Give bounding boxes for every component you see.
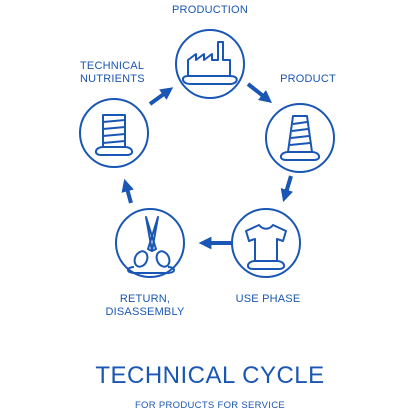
arrow-product-to-use-phase [280,175,293,203]
label-use-phase: USE PHASE [235,293,301,305]
page-subtitle: FOR PRODUCTS FOR SERVICE [134,400,286,411]
arrow-return-to-technical [121,178,134,204]
scissors-icon [127,216,175,274]
node-production [175,29,245,99]
node-circle [175,29,245,99]
t-shirt-icon [245,224,287,270]
label-technical-nutrients: TECHNICAL NUTRIENTS [80,60,145,86]
label-production: PRODUCTION [172,4,248,16]
node-circle [115,208,185,278]
node-circle [265,103,335,173]
label-product: PRODUCT [280,73,336,85]
label-return-line2: DISASSEMBLY [105,306,185,318]
arrow-technical-to-production [148,87,174,106]
node-use-phase [231,208,301,278]
page-title: TECHNICAL CYCLE [95,362,325,389]
arrow-production-to-product [246,82,273,103]
cycle-arrows [121,82,293,250]
label-technical-line1: TECHNICAL [80,60,145,72]
node-circle [79,98,149,168]
node-technical-nutrients [79,98,149,168]
label-technical-line2: NUTRIENTS [80,73,145,85]
node-circle [231,208,301,278]
thread-spool-icon [280,115,320,161]
node-product [265,103,335,173]
node-return [115,208,185,278]
factory-icon [182,41,238,85]
label-return-line1: RETURN, [119,293,171,305]
thread-spool-icon [95,114,133,156]
label-return-disassembly: RETURN, DISASSEMBLY [90,293,200,319]
